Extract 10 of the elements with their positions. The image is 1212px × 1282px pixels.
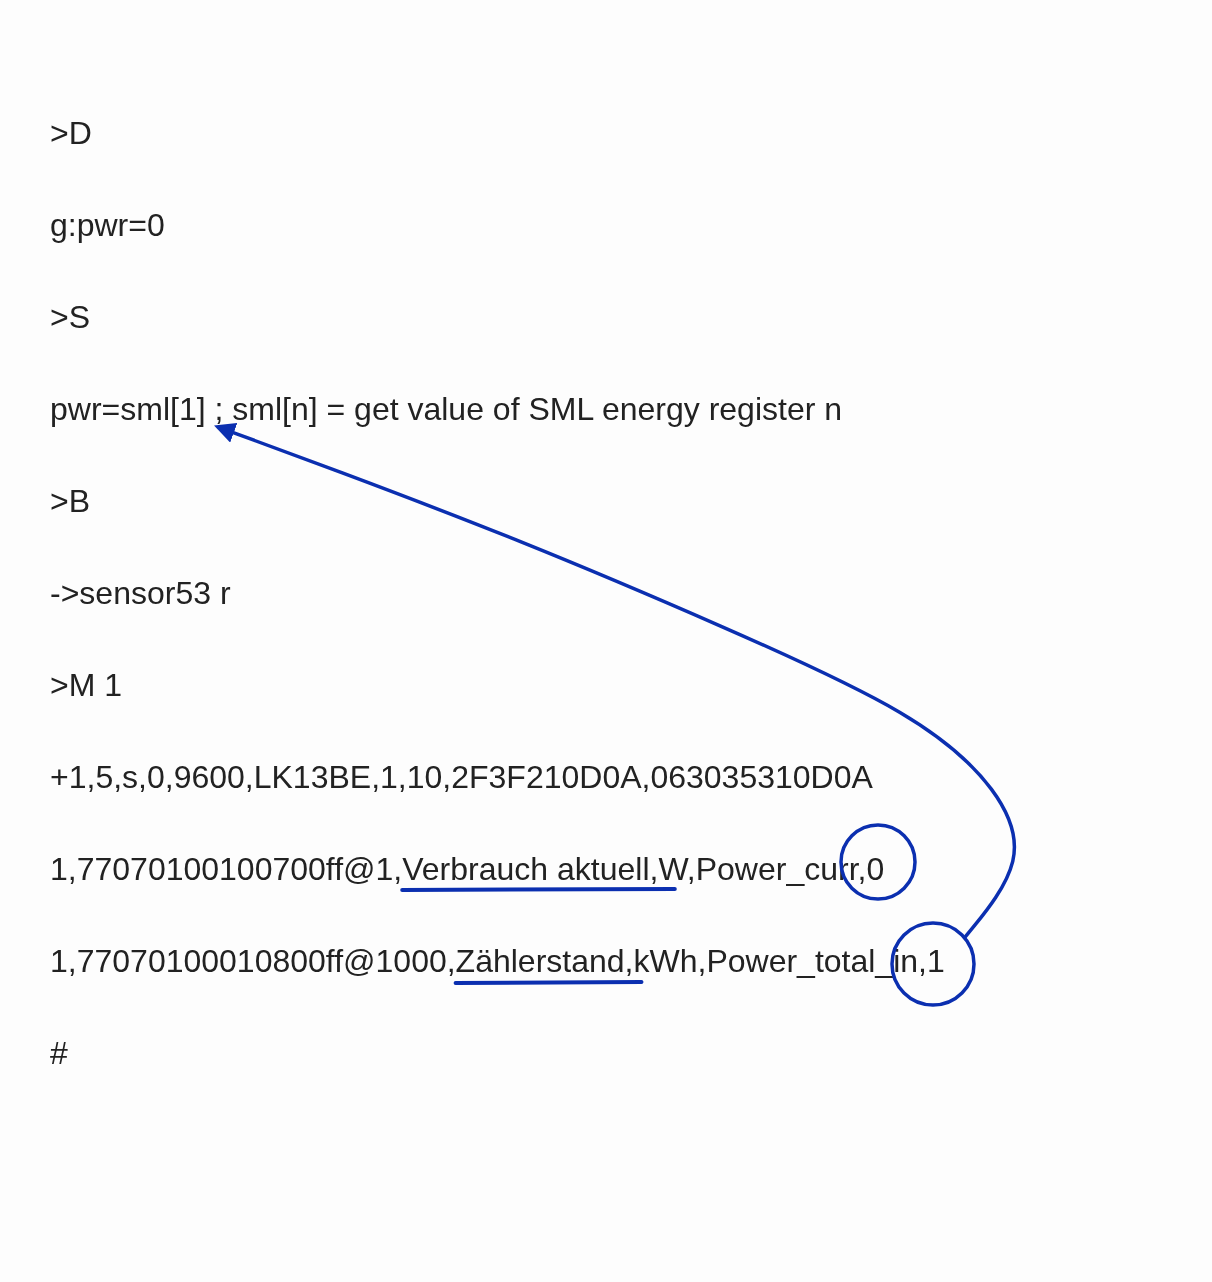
code-line: >B xyxy=(50,483,91,519)
code-line: # xyxy=(50,1035,68,1071)
code-line: >D xyxy=(50,115,92,151)
code-line: ->sensor53 r xyxy=(50,575,231,611)
code-line: g:pwr=0 xyxy=(50,207,165,243)
code-line: pwr=sml[1] ; sml[n] = get value of SML energy register n xyxy=(50,391,843,427)
arrow xyxy=(214,422,1017,940)
code-line: >S xyxy=(50,299,91,335)
code-line: +1,5,s,0,9600,LK13BE,1,10,2F3F210D0A,063035310D0A xyxy=(50,759,873,795)
code-line: >M 1 xyxy=(50,667,123,703)
